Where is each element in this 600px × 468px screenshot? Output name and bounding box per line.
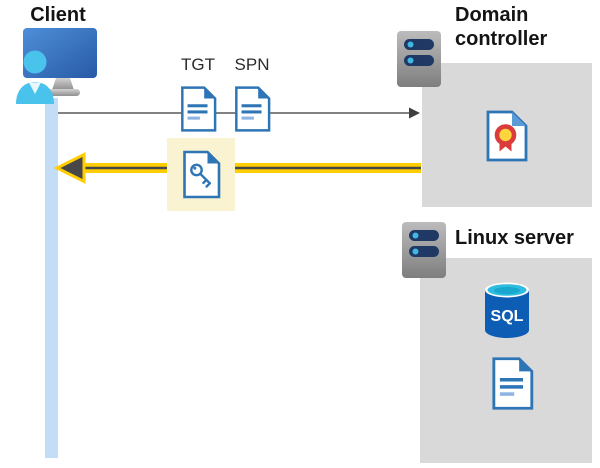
domain-controller-label: Domain controller bbox=[455, 4, 548, 50]
spn-document-icon bbox=[235, 86, 271, 132]
client-workstation-icon bbox=[16, 28, 97, 104]
tgt-label: TGT bbox=[181, 55, 215, 74]
rosette bbox=[494, 124, 517, 146]
request-arrow bbox=[58, 107, 420, 119]
key-glyph bbox=[190, 163, 211, 188]
client-lifeline bbox=[45, 98, 58, 458]
spn-label: SPN bbox=[234, 55, 270, 74]
sql-database-icon: SQL bbox=[485, 282, 529, 338]
sql-icon-text: SQL bbox=[491, 308, 524, 325]
client-label: Client bbox=[30, 4, 86, 26]
tgt-document-icon bbox=[181, 86, 217, 132]
domain-controller-server-icon bbox=[397, 31, 441, 87]
certificate-icon bbox=[486, 110, 528, 162]
monitor-base bbox=[46, 89, 80, 96]
keytab-document-icon bbox=[492, 357, 534, 410]
monitor-stand bbox=[52, 78, 74, 90]
response-arrow bbox=[53, 152, 421, 184]
linux-server-label: Linux server bbox=[455, 227, 574, 249]
key-document-icon bbox=[183, 150, 221, 199]
linux-server-icon bbox=[402, 222, 446, 278]
person-icon bbox=[16, 50, 54, 104]
